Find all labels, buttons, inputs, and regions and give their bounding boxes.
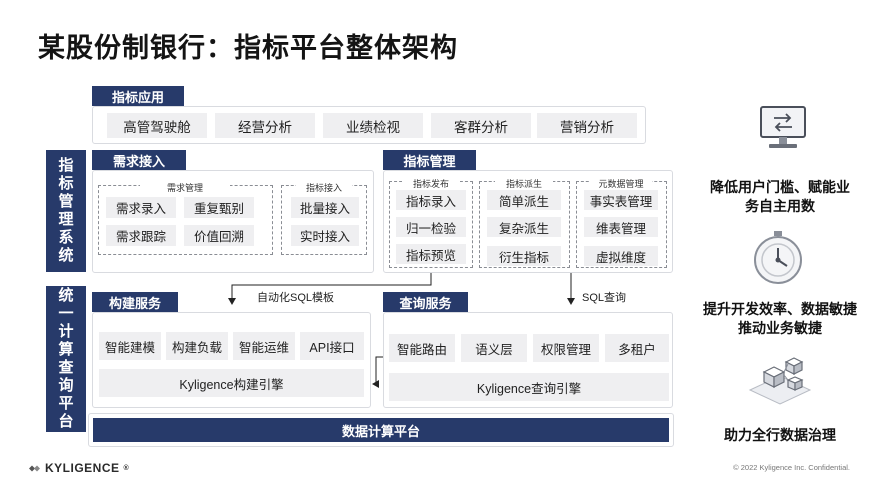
cubes-icon (748, 357, 812, 405)
monitor-icon (760, 106, 806, 148)
kyligence-logo-icon (29, 465, 40, 471)
metadata-management-label: 元数据管理 (590, 177, 652, 190)
tab-build-service: 构建服务 (92, 292, 178, 312)
demand-item-tracking: 需求跟踪 (106, 225, 176, 246)
tab-demand-access: 需求接入 (92, 150, 186, 170)
query-to-build-arrow (372, 356, 383, 388)
derive-item-complex: 复杂派生 (487, 217, 561, 237)
tab-query-service: 查询服务 (383, 292, 468, 312)
query-item-smart-routing: 智能路由 (389, 334, 455, 362)
build-item-smart-modeling: 智能建模 (99, 332, 161, 360)
publish-item-preview: 指标预览 (396, 244, 466, 264)
side-label-unified-compute-query-platform: 统一计算查询平台 (46, 286, 86, 432)
demand-item-dedup: 重复甄别 (184, 197, 254, 218)
build-item-api: API接口 (300, 332, 364, 360)
sql-query-label: SQL查询 (582, 292, 627, 304)
data-computing-platform: 数据计算平台 (93, 418, 669, 442)
tab-metric-application: 指标应用 (92, 86, 184, 106)
derive-item-derivative: 衍生指标 (487, 246, 561, 266)
kyligence-logo-mark: ® (123, 464, 130, 472)
kyligence-logo-text: KYLIGENCE (45, 461, 120, 475)
metric-derive-label: 指标派生 (495, 177, 553, 190)
query-item-semantic-layer: 语义层 (461, 334, 527, 362)
derive-item-simple: 简单派生 (487, 190, 561, 210)
page-title: 某股份制银行：指标平台整体架构 (38, 33, 458, 63)
metric-publish-label: 指标发布 (402, 177, 460, 190)
app-item-customer-analysis: 客群分析 (431, 113, 531, 138)
tab-metric-management: 指标管理 (383, 150, 476, 170)
auto-sql-arrow (228, 273, 432, 305)
publish-item-entry: 指标录入 (396, 190, 466, 210)
app-item-performance-review: 业绩检视 (323, 113, 423, 138)
meta-item-virtual-dimension: 虚拟维度 (584, 246, 658, 266)
side-label-metric-management-system: 指标管理系统 (46, 150, 86, 272)
build-engine: Kyligence构建引擎 (99, 369, 364, 397)
query-engine: Kyligence查询引擎 (389, 373, 669, 401)
benefit-improve-efficiency: 提升开发效率、数据敏捷 推动业务敏捷 (703, 301, 857, 336)
metric-access-realtime: 实时接入 (291, 225, 359, 246)
demand-item-value-tracing: 价值回溯 (184, 225, 254, 246)
query-item-permission: 权限管理 (533, 334, 599, 362)
benefit-lower-barrier: 降低用户门槛、赋能业 务自主用数 (710, 179, 850, 214)
metric-access-label: 指标接入 (296, 181, 352, 194)
benefit-data-governance: 助力全行数据治理 (724, 427, 836, 443)
copyright: © 2022 Kyligence Inc. Confidential. (733, 463, 850, 472)
publish-item-normalize-check: 归一检验 (396, 217, 466, 237)
meta-item-fact-table: 事实表管理 (584, 190, 658, 210)
build-item-smart-ops: 智能运维 (233, 332, 295, 360)
app-item-marketing-analysis: 营销分析 (537, 113, 637, 138)
app-item-executive-cockpit: 高管驾驶舱 (107, 113, 207, 138)
meta-item-dimension-table: 维表管理 (584, 217, 658, 237)
demand-item-entry: 需求录入 (106, 197, 176, 218)
stopwatch-icon (754, 231, 802, 284)
demand-management-label: 需求管理 (140, 181, 230, 194)
metric-access-batch: 批量接入 (291, 197, 359, 218)
app-item-operation-analysis: 经营分析 (215, 113, 315, 138)
auto-sql-template-label: 自动化SQL模板 (257, 292, 335, 304)
kyligence-logo: KYLIGENCE® (28, 461, 129, 475)
query-item-multi-tenant: 多租户 (605, 334, 669, 362)
build-item-build-load: 构建负载 (166, 332, 228, 360)
